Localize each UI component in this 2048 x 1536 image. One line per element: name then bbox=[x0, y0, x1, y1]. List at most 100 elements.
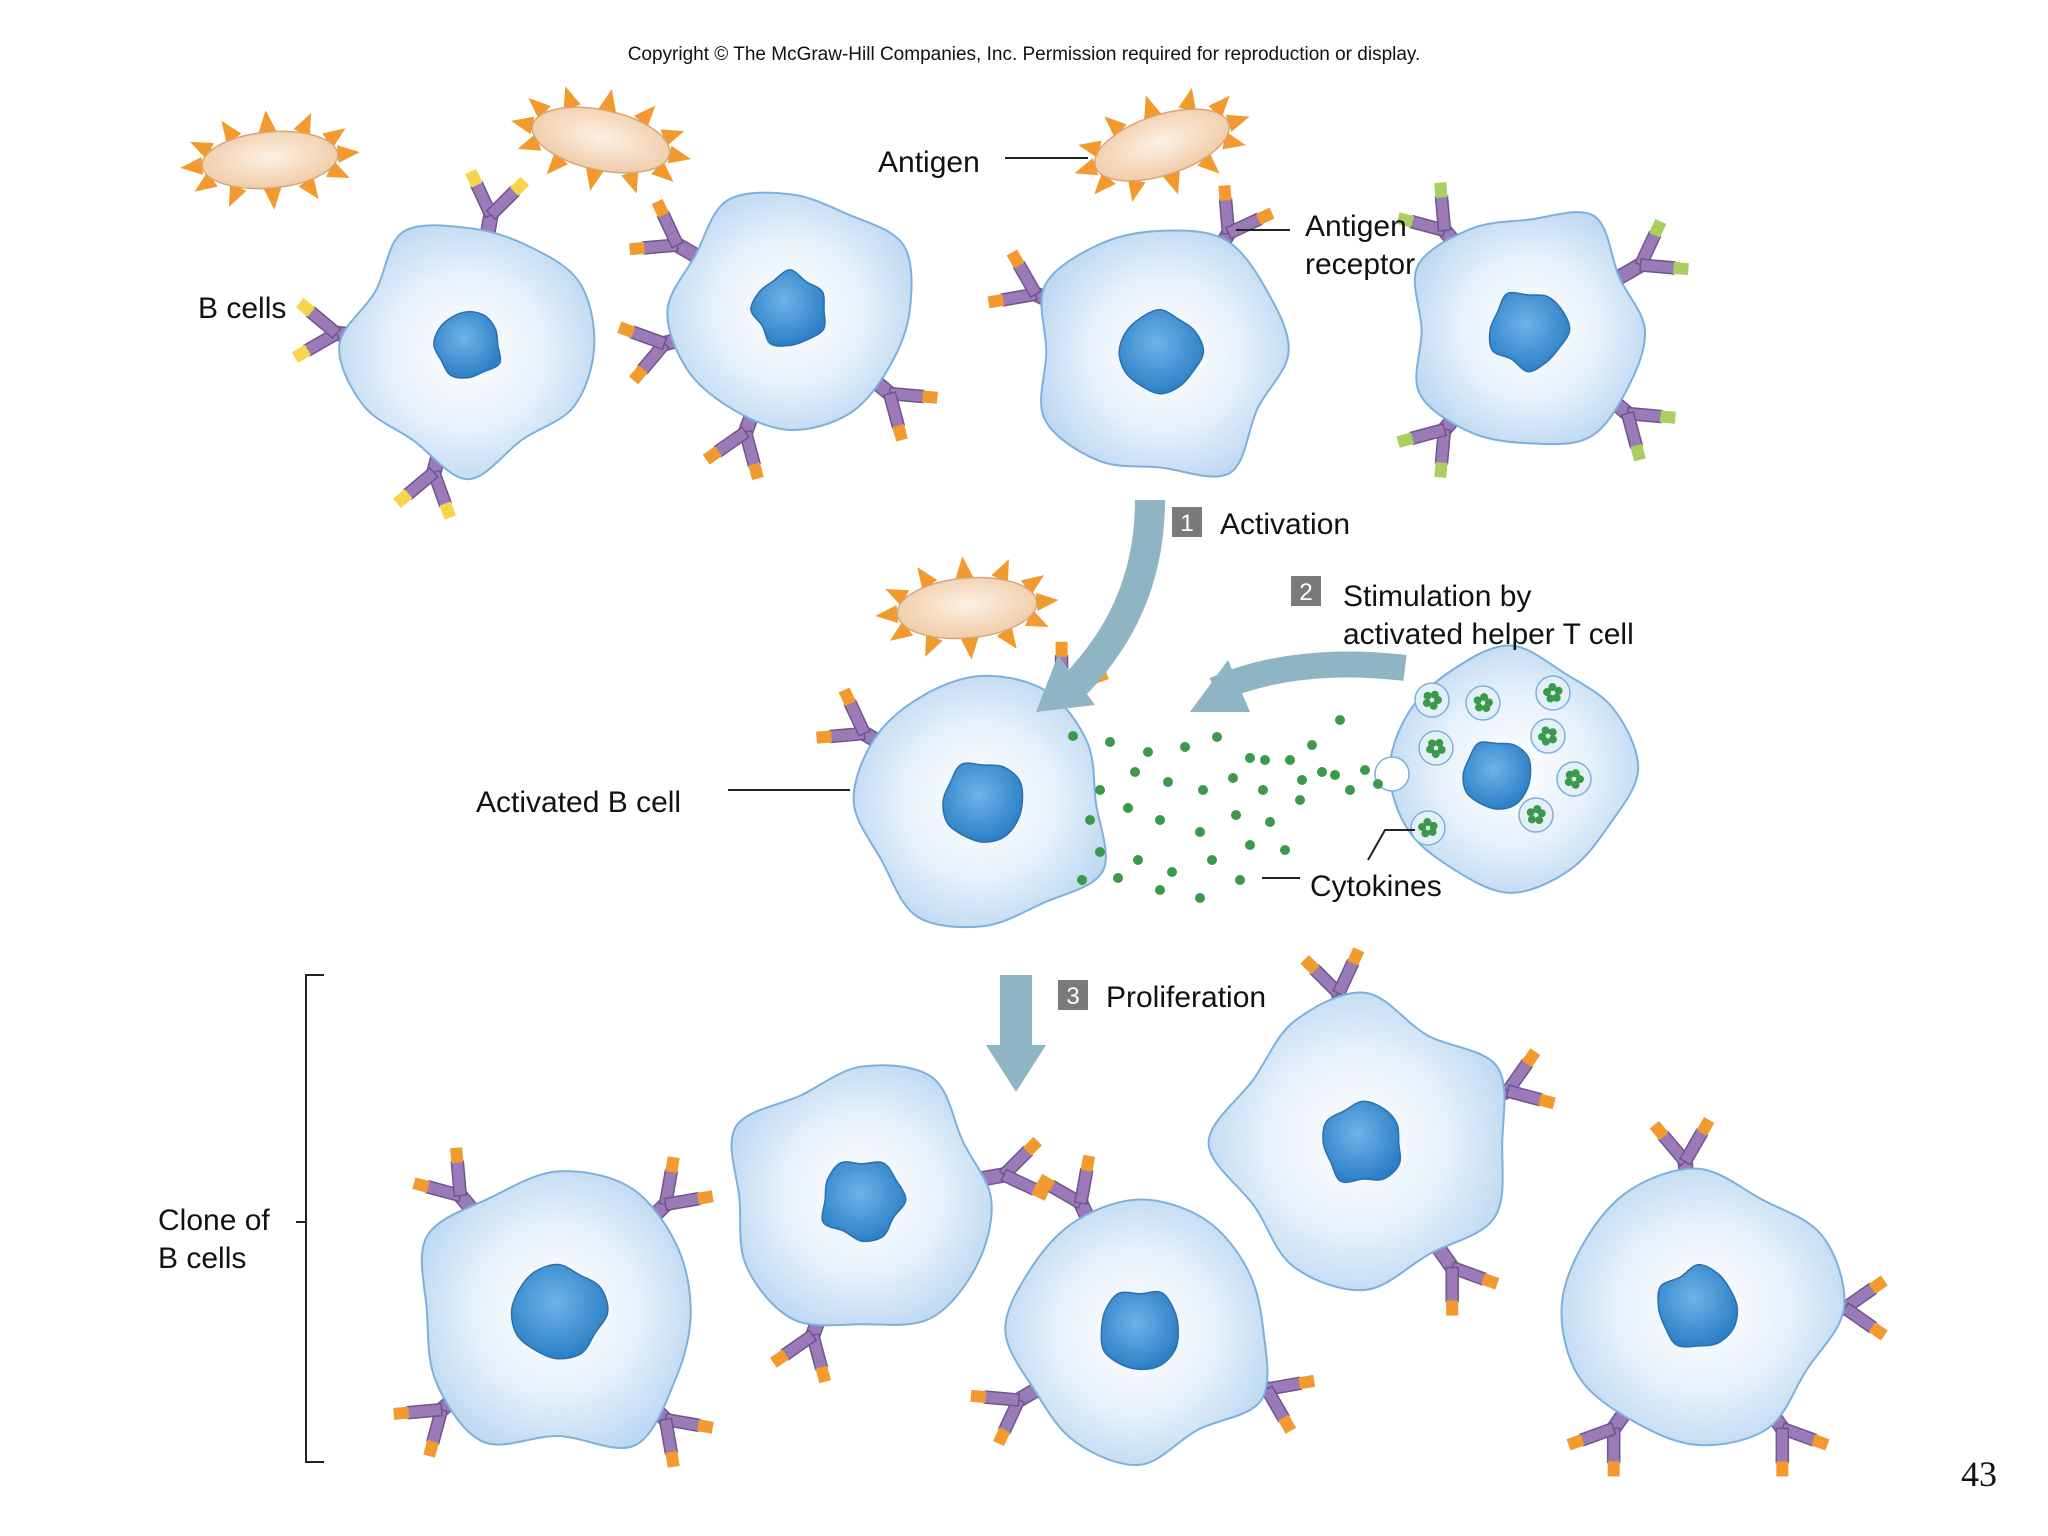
cytokine-dot bbox=[1228, 773, 1238, 783]
clone-bracket bbox=[305, 974, 324, 1463]
step-2-number: 2 bbox=[1299, 579, 1312, 606]
clone-cell-1-nucleus bbox=[510, 1263, 609, 1360]
cytokine-granule bbox=[1414, 682, 1450, 718]
step-3: 3 Proliferation bbox=[1058, 980, 1266, 1014]
secreting-vesicle bbox=[1374, 756, 1410, 792]
cytokine-dot bbox=[1143, 747, 1153, 757]
clone-cell-3-receptor bbox=[1036, 1154, 1100, 1231]
helper-t-cell-nucleus bbox=[1462, 741, 1532, 810]
cytokine-cloud bbox=[1068, 715, 1383, 903]
step-3-text: Proliferation bbox=[1106, 981, 1266, 1014]
clone-cell-5 bbox=[1560, 1116, 1888, 1477]
cytokine-granule bbox=[1418, 730, 1454, 766]
step-3-badge bbox=[1058, 980, 1088, 1010]
cytokine-granule bbox=[1535, 675, 1571, 711]
cytokine-dot bbox=[1095, 785, 1105, 795]
cytokine-dot bbox=[1105, 737, 1115, 747]
cytokine-dot bbox=[1212, 732, 1222, 742]
cytokine-dot bbox=[1123, 803, 1133, 813]
clone-cell-2 bbox=[730, 1064, 1050, 1384]
clone-cell-5-receptor bbox=[1566, 1402, 1636, 1477]
step-1-number: 1 bbox=[1180, 510, 1193, 537]
clone-cell-1-receptor bbox=[412, 1147, 484, 1222]
cytokine-dot bbox=[1095, 847, 1105, 857]
b-cell-green bbox=[1396, 182, 1689, 478]
b-cell-yellow bbox=[291, 168, 596, 520]
b-cells-label: B cells bbox=[198, 292, 286, 325]
cytokine-dot bbox=[1373, 779, 1383, 789]
step-2-badge bbox=[1291, 576, 1321, 606]
clone-cell-1 bbox=[393, 1147, 714, 1468]
b-cell-green-receptor bbox=[1613, 218, 1689, 286]
cytokine-dot bbox=[1195, 827, 1205, 837]
cytokine-dot bbox=[1245, 840, 1255, 850]
cytokine-dot bbox=[1260, 755, 1270, 765]
cytokine-dot bbox=[1280, 845, 1290, 855]
antigen-receptor-label-line1: Antigen bbox=[1305, 210, 1407, 243]
cells-layer bbox=[291, 168, 1888, 1477]
cytokine-dot bbox=[1245, 753, 1255, 763]
step-3-number: 3 bbox=[1066, 983, 1079, 1010]
antigen-particle bbox=[511, 86, 691, 194]
b-cell-orange-a bbox=[617, 191, 938, 481]
step-2-text-line1: Stimulation by bbox=[1343, 580, 1531, 613]
antigen-particle bbox=[180, 110, 360, 210]
proliferation-arrow-head bbox=[986, 1045, 1046, 1092]
step-1: 1 Activation bbox=[1172, 507, 1350, 541]
clone-cell-3 bbox=[970, 1154, 1316, 1466]
step-2-text-line2: activated helper T cell bbox=[1343, 618, 1634, 651]
antigen-particle bbox=[875, 556, 1059, 660]
cytokine-dot bbox=[1085, 815, 1095, 825]
cytokine-dot bbox=[1155, 815, 1165, 825]
cytokine-dot bbox=[1235, 875, 1245, 885]
clone-cell-4 bbox=[1207, 947, 1556, 1316]
cytokine-granule bbox=[1518, 797, 1554, 833]
activation-arrow-head bbox=[1036, 655, 1095, 712]
cytokine-dot bbox=[1195, 893, 1205, 903]
cytokine-granule bbox=[1465, 685, 1501, 721]
cytokine-dot bbox=[1345, 785, 1355, 795]
cytokine-dot bbox=[1360, 765, 1370, 775]
cytokine-dot bbox=[1113, 873, 1123, 883]
b-cell-matching bbox=[987, 185, 1290, 478]
cytokine-dot bbox=[1167, 867, 1177, 877]
cytokine-dot bbox=[1133, 855, 1143, 865]
cytokine-dot bbox=[1258, 785, 1268, 795]
cytokine-dot bbox=[1198, 785, 1208, 795]
antigen-layer bbox=[180, 86, 1250, 660]
cytokine-dot bbox=[1285, 755, 1295, 765]
cytokine-dot bbox=[1297, 775, 1307, 785]
clone-cell-4-nucleus bbox=[1322, 1100, 1402, 1184]
clone-cell-3-receptor bbox=[970, 1379, 1046, 1447]
cytokine-dot bbox=[1317, 767, 1327, 777]
antigen-label: Antigen bbox=[878, 146, 980, 179]
b-cell-green-nucleus bbox=[1488, 291, 1571, 373]
stimulation-arrow-head bbox=[1190, 660, 1250, 712]
clone-cell-5-nucleus bbox=[1657, 1263, 1739, 1348]
b-cell-yellow-nucleus bbox=[433, 310, 502, 379]
stimulation-arrow-shaft bbox=[1209, 651, 1407, 702]
clone-cell-2-nucleus bbox=[821, 1161, 907, 1243]
cytokine-dot bbox=[1265, 817, 1275, 827]
activated-b-cell-label: Activated B cell bbox=[476, 786, 681, 819]
cytokine-dot bbox=[1163, 777, 1173, 787]
cytokine-dot bbox=[1231, 810, 1241, 820]
clone-cell-3-nucleus bbox=[1100, 1290, 1179, 1371]
cytokine-dot bbox=[1155, 885, 1165, 895]
cytokine-dot bbox=[1180, 742, 1190, 752]
page-number: 43 bbox=[1961, 1454, 1997, 1494]
cytokine-dot bbox=[1130, 767, 1140, 777]
cytokine-dot bbox=[1295, 795, 1305, 805]
copyright-notice: Copyright © The McGraw-Hill Companies, I… bbox=[628, 44, 1421, 65]
b-cell-orange-a-receptor bbox=[629, 198, 705, 266]
cytokine-granule-leader-line bbox=[1367, 829, 1415, 861]
step-1-badge bbox=[1172, 507, 1202, 537]
cytokine-granule bbox=[1410, 810, 1446, 846]
helper-t-cell bbox=[1374, 644, 1640, 894]
proliferation-arrow-shaft bbox=[1000, 975, 1032, 1045]
antigen-particle bbox=[1074, 87, 1250, 203]
step-2: 2 Stimulation by activated helper T cell bbox=[1291, 576, 1634, 651]
cytokine-dot bbox=[1307, 740, 1317, 750]
cytokine-dot bbox=[1068, 731, 1078, 741]
